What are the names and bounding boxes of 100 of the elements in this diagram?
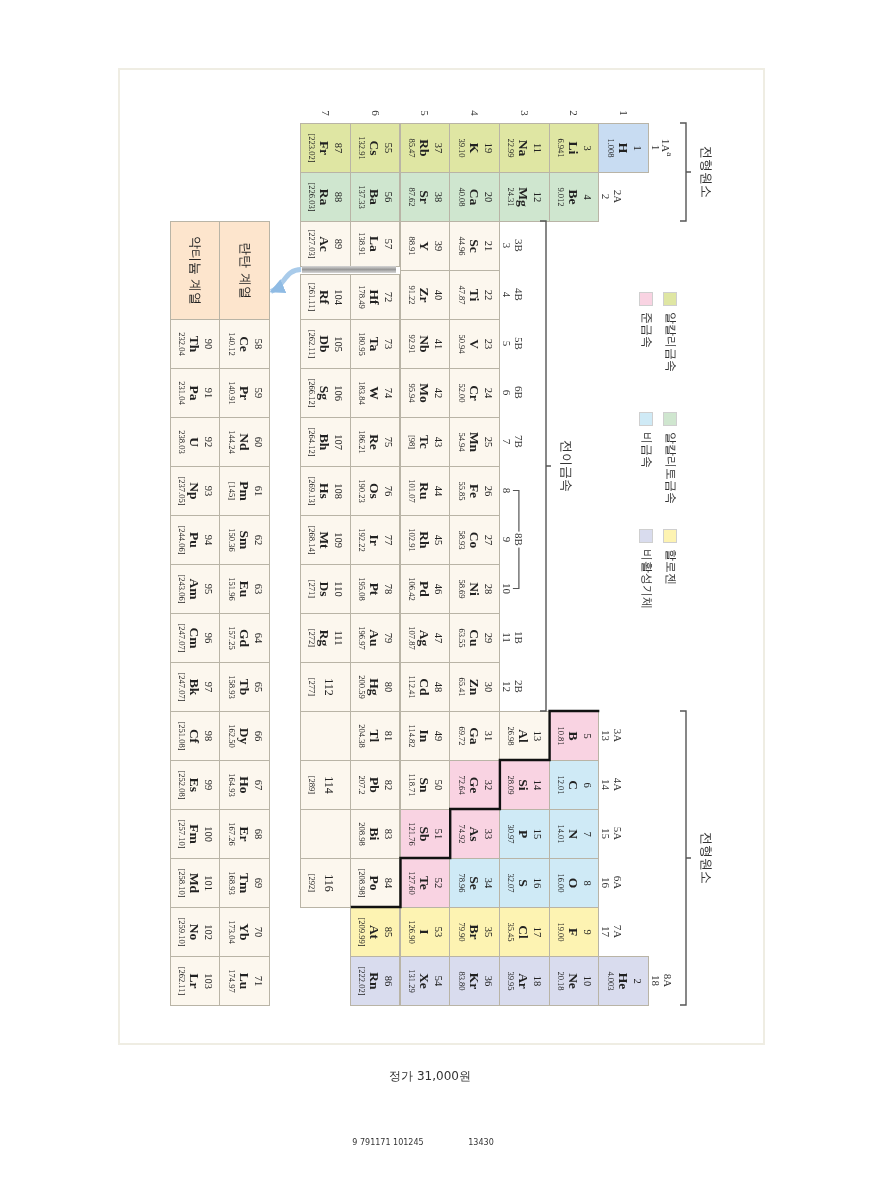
element-symbol: F — [565, 927, 581, 937]
element-symbol: Nb — [416, 335, 432, 353]
group-number: 3 — [500, 242, 513, 249]
element-symbol: Cd — [416, 678, 432, 696]
element-cell — [300, 858, 351, 908]
element-cell — [598, 123, 649, 173]
atomic-number: 104 — [332, 289, 345, 305]
atomic-number: 72 — [382, 291, 395, 303]
atomic-mass: 6.941 — [554, 138, 566, 158]
group-number: 16 — [600, 877, 613, 888]
atomic-mass: 54.94 — [455, 432, 467, 452]
group-number: 7A — [612, 924, 625, 939]
atomic-mass: 126.90 — [405, 920, 417, 944]
atomic-mass: [252.08] — [175, 770, 187, 800]
atomic-mass: 196.97 — [356, 626, 368, 650]
atomic-mass: 65.41 — [455, 677, 467, 697]
atomic-mass: 151.96 — [225, 577, 237, 601]
atomic-number: 89 — [332, 238, 345, 250]
element-cell — [449, 515, 500, 565]
element-cell — [349, 172, 401, 222]
element-cell — [399, 760, 451, 810]
group-number: 5B — [512, 337, 525, 350]
element-cell — [399, 270, 451, 320]
atomic-number: 30 — [481, 681, 494, 693]
element-symbol: Pb — [367, 777, 383, 793]
element-symbol: Mn — [466, 431, 482, 453]
group-number: 2 — [600, 193, 613, 200]
atomic-mass: [259.10] — [175, 917, 187, 947]
atomic-mass: 173.04 — [225, 920, 237, 944]
element-symbol: Pu — [186, 532, 202, 548]
element-symbol: Cm — [186, 627, 202, 649]
atomic-mass: 114.82 — [405, 724, 417, 748]
element-symbol: Ac — [317, 236, 333, 252]
element-cell — [169, 711, 221, 761]
bracket-label: 전이금속 — [560, 440, 572, 492]
element-symbol: In — [416, 729, 432, 743]
atomic-number: 36 — [481, 975, 494, 987]
atomic-number: 33 — [481, 828, 494, 840]
element-symbol: La — [367, 236, 383, 252]
atomic-number: 14 — [531, 779, 544, 791]
atomic-mass: 164.93 — [225, 773, 237, 797]
element-cell — [399, 711, 451, 761]
element-cell — [300, 662, 351, 712]
atomic-mass: 174.97 — [225, 969, 237, 993]
element-symbol: Sr — [416, 190, 432, 204]
atomic-mass: 72.64 — [455, 775, 467, 795]
element-cell — [300, 809, 351, 859]
atomic-number: 116 — [322, 874, 335, 892]
atomic-number: 29 — [481, 632, 494, 644]
atomic-mass: 207.2 — [356, 775, 368, 795]
atomic-number: 76 — [382, 485, 395, 497]
element-symbol: Ge — [466, 776, 482, 794]
element-cell — [219, 515, 270, 565]
atomic-number: 106 — [332, 385, 345, 401]
atomic-mass: 158.93 — [225, 675, 237, 699]
element-symbol: N — [565, 829, 581, 839]
atomic-number: 18 — [531, 975, 544, 987]
atomic-number: 79 — [382, 632, 395, 644]
price-text: 정가 31,000원 — [389, 1070, 471, 1082]
element-symbol: Db — [317, 335, 333, 353]
element-cell — [449, 123, 500, 173]
atomic-number: 112 — [322, 678, 335, 696]
atomic-mass: 50.94 — [455, 334, 467, 354]
atomic-mass: [243.06] — [175, 574, 187, 604]
atomic-number: 107 — [332, 434, 345, 450]
element-cell — [300, 274, 351, 320]
element-cell — [449, 613, 500, 663]
element-cell — [169, 613, 221, 663]
element-cell — [169, 809, 221, 859]
atomic-number: 94 — [201, 534, 214, 546]
element-cell — [449, 466, 500, 516]
element-cell — [449, 417, 500, 467]
group-number: 11 — [500, 632, 513, 643]
atomic-number: 53 — [431, 926, 444, 938]
element-cell — [449, 221, 500, 271]
atomic-number: 81 — [382, 730, 395, 742]
element-symbol: Ir — [367, 534, 383, 546]
period-number: 1 — [618, 110, 631, 116]
atomic-mass: 190.23 — [356, 479, 368, 503]
element-symbol: Nd — [236, 433, 252, 451]
element-cell — [349, 564, 401, 614]
element-symbol: Cl — [516, 925, 532, 939]
element-cell — [399, 564, 451, 614]
element-symbol: Cu — [466, 629, 482, 647]
atomic-number: 52 — [431, 877, 444, 889]
element-symbol: Be — [565, 189, 581, 205]
atomic-mass: 95.94 — [405, 383, 417, 403]
element-cell — [349, 466, 401, 516]
element-symbol: Po — [367, 875, 383, 891]
atomic-number: 70 — [251, 926, 264, 938]
element-symbol: Fr — [317, 140, 333, 156]
group-number: 7 — [500, 438, 513, 445]
element-symbol: S — [516, 879, 532, 887]
element-cell — [399, 123, 451, 173]
atomic-mass: 12.01 — [554, 775, 566, 795]
atomic-number: 20 — [481, 191, 494, 203]
element-cell — [449, 760, 500, 810]
atomic-number: 86 — [382, 975, 395, 987]
element-cell — [300, 417, 351, 467]
atomic-number: 51 — [431, 828, 444, 840]
